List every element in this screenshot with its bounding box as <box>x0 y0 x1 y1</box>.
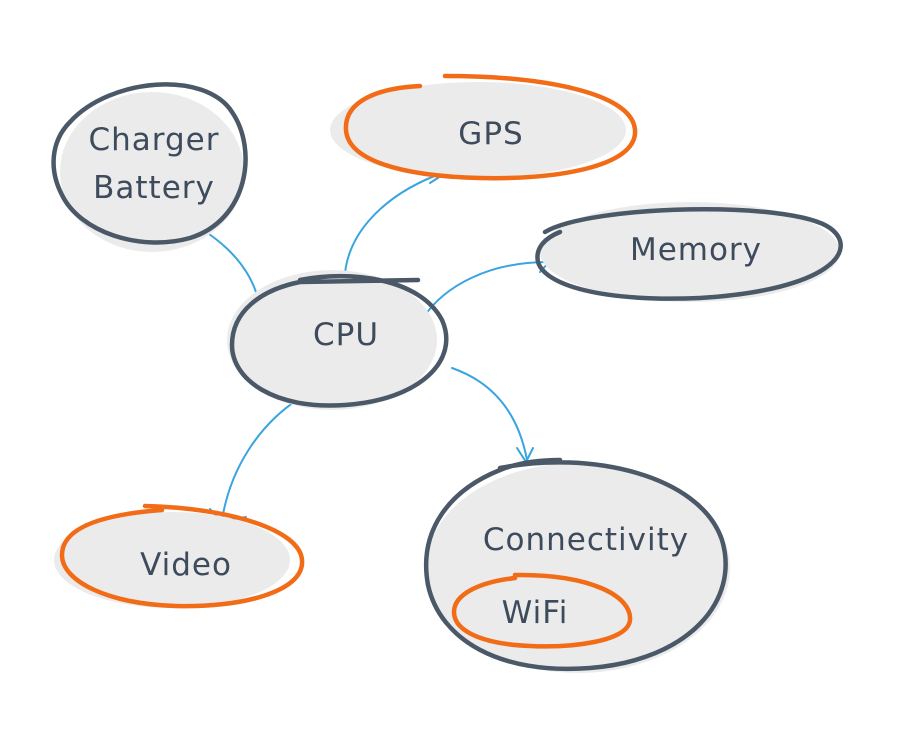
edge-cpu-video <box>209 397 301 522</box>
cpu-label: CPU <box>313 317 379 353</box>
node-video[interactable]: Video <box>54 503 305 609</box>
wifi-label: WiFi <box>502 595 569 631</box>
cpu-outline <box>229 273 449 408</box>
gps-outline <box>343 73 638 181</box>
node-cpu[interactable]: CPU <box>227 270 449 410</box>
battery-label: Battery <box>93 170 215 206</box>
memory-label: Memory <box>630 232 762 268</box>
edge-cpu-gps <box>343 167 448 291</box>
video-outline <box>59 503 305 609</box>
edge-cpu-connectivity <box>451 367 534 463</box>
edge-cpu-memory <box>422 249 551 319</box>
wifi-outline <box>451 572 633 649</box>
node-charger-battery[interactable]: Charger Battery <box>51 82 248 252</box>
node-gps[interactable]: GPS <box>330 73 638 181</box>
video-label: Video <box>140 547 232 583</box>
memory-outline <box>535 207 843 301</box>
node-connectivity[interactable]: Connectivity WiFi <box>424 457 730 673</box>
charger-battery-outline <box>51 82 248 245</box>
node-memory[interactable]: Memory <box>535 202 843 302</box>
connectivity-label: Connectivity <box>483 522 689 558</box>
gps-label: GPS <box>458 116 523 152</box>
connectivity-outline <box>424 457 728 672</box>
node-wifi[interactable]: WiFi <box>451 572 633 649</box>
charger-label: Charger <box>89 122 220 158</box>
